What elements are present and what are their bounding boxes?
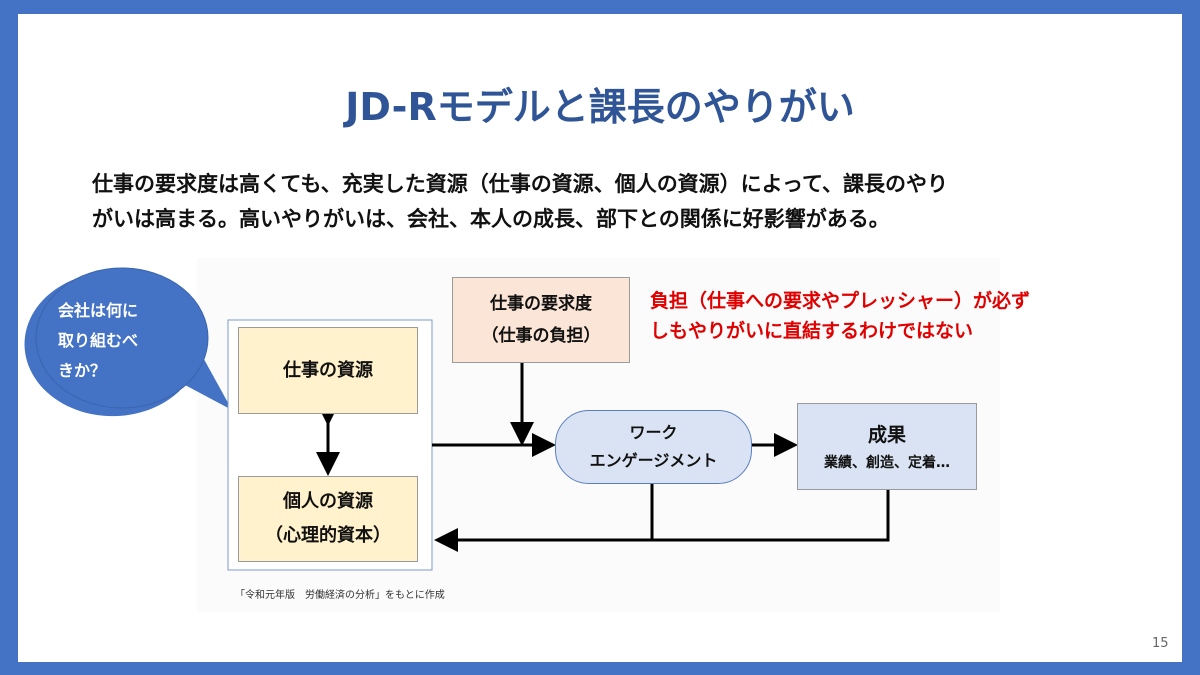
personal-resources-label: 個人の資源	[283, 491, 373, 512]
note-line-1: 負担（仕事への要求やプレッシャー）が必ず	[650, 290, 1031, 312]
note-line-2: しもやりがいに直結するわけではない	[650, 320, 974, 342]
bubble-line-3: きか？	[58, 361, 107, 380]
body-text-line-1: 仕事の要求度は高くても、充実した資源（仕事の資源、個人の資源）によって、課長のや…	[92, 172, 948, 196]
source-caption: 「令和元年版 労働経済の分析」をもとに作成	[235, 590, 445, 601]
outcome-label: 成果	[867, 423, 906, 446]
engagement-line-1: ワーク	[629, 423, 678, 442]
speech-bubble-text: 会社は何に 取り組むべ きか？	[58, 296, 188, 386]
outcome-box: 成果 業績、創造、定着…	[797, 403, 977, 490]
body-text-line-2: がいは高まる。高いやりがいは、会社、本人の成長、部下との関係に好影響がある。	[92, 207, 890, 231]
outcome-sub: 業績、創造、定着…	[824, 454, 950, 471]
job-demands-box: 仕事の要求度 （仕事の負担）	[452, 277, 630, 363]
work-engagement-box: ワーク エンゲージメント	[555, 410, 752, 484]
feedback-arrow	[434, 488, 890, 552]
slide-title: JD-Rモデルと課長のやりがい	[345, 85, 855, 129]
job-demands-label: 仕事の要求度	[490, 294, 592, 314]
personal-resources-sub: （心理的資本）	[265, 525, 391, 546]
job-resources-box: 仕事の資源	[238, 327, 418, 414]
page-number: 15	[1152, 636, 1169, 651]
engagement-line-2: エンゲージメント	[589, 451, 718, 470]
bubble-line-1: 会社は何に	[58, 301, 139, 320]
job-demands-sub: （仕事の負担）	[481, 326, 601, 346]
bubble-line-2: 取り組むべ	[58, 331, 139, 350]
speech-bubble	[24, 267, 232, 417]
personal-resources-box: 個人の資源 （心理的資本）	[238, 476, 418, 562]
job-resources-label: 仕事の資源	[283, 359, 373, 381]
